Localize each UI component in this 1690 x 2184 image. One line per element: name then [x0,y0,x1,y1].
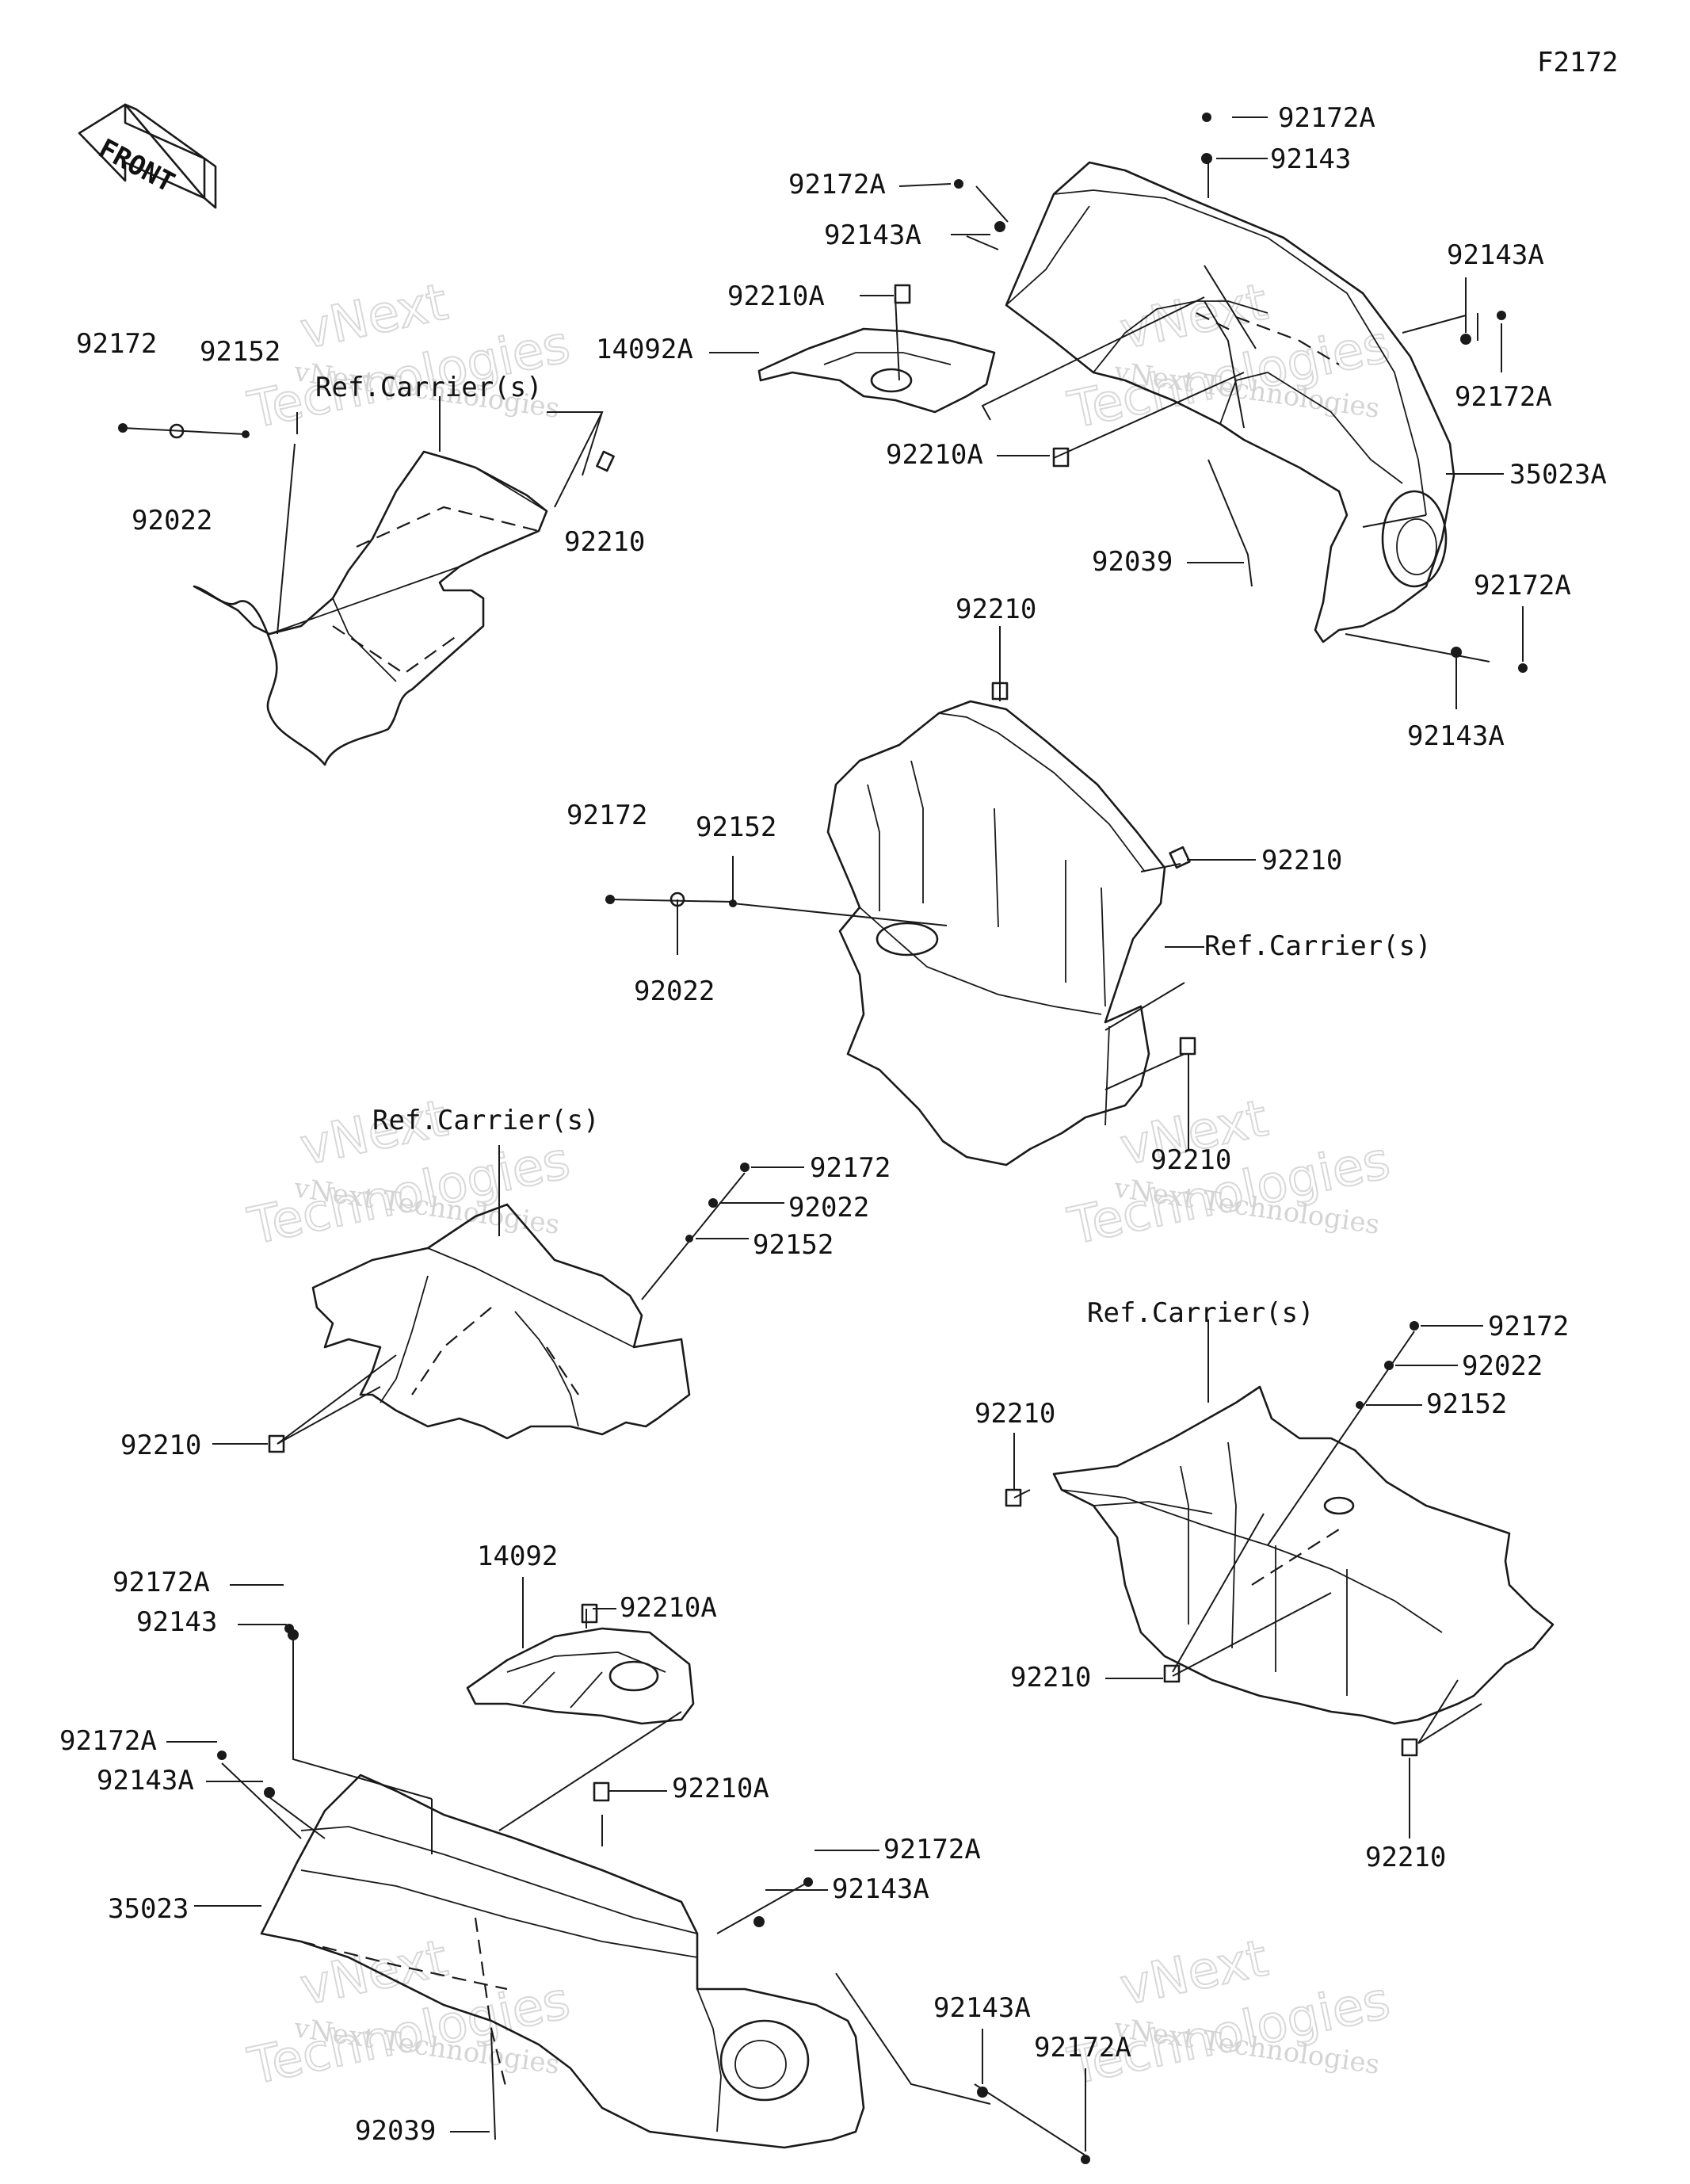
label-92210a: 92210A [672,1773,769,1804]
label-92143a: 92143A [1447,239,1544,271]
label-35023: 35023 [108,1893,189,1925]
label-92143a: 92143A [824,220,921,251]
front-arrow-icon: FRONT [78,103,217,209]
label-92172a: 92172A [1034,2032,1131,2064]
label-92172a: 92172A [59,1725,157,1757]
label-92210: 92210 [1150,1144,1231,1176]
carrier-guard-middle-right [1052,1385,1555,1725]
label-14092a: 14092A [596,334,693,365]
label-92210a: 92210A [620,1592,717,1624]
label-ref-carrier: Ref.Carrier(s) [1204,930,1432,962]
watermark-top-right: vNext Technologies vNext Technologies [1062,272,1396,441]
label-92210: 92210 [564,526,645,558]
label-92152: 92152 [200,336,280,368]
label-92143a: 92143A [933,1992,1031,2024]
label-92022: 92022 [1462,1350,1543,1382]
group-middle-right-carrier: Ref.Carrier(s) 92172 92022 92152 92210 9… [975,1297,1569,1873]
label-92022: 92022 [634,976,715,1007]
watermark-bottom-left: vNext Technologies vNext Technologies [242,1928,576,2097]
label-92210a: 92210A [886,439,983,471]
label-92210: 92210 [1365,1842,1446,1873]
watermark-top-left: vNext Technologies vNext Technologies [242,272,576,441]
label-92210a: 92210A [727,281,825,312]
label-ref-carrier: Ref.Carrier(s) [315,372,543,403]
label-92039: 92039 [355,2115,436,2147]
fender-35023 [260,1774,865,2149]
figure-code: F2172 [1537,47,1618,78]
label-92143: 92143 [136,1606,217,1638]
label-92143a: 92143A [832,1873,929,1905]
label-92172: 92172 [1488,1311,1569,1342]
label-92172a: 92172A [113,1567,210,1598]
label-92172: 92172 [567,800,647,831]
label-92210: 92210 [120,1430,201,1461]
label-92172a: 92172A [788,169,886,200]
label-92172a: 92172A [1278,102,1375,134]
group-top-left-carrier: 92172 92152 92022 Ref.Carrier(s) 92210 [76,328,645,766]
carrier-guard-middle-left [311,1203,691,1440]
label-92172a: 92172A [1455,381,1552,413]
watermark-bottom-right: vNext Technologies vNext Technologies [1062,1928,1396,2097]
label-92152: 92152 [696,811,776,843]
label-92022: 92022 [132,505,212,536]
label-92210: 92210 [1261,845,1342,876]
group-bottom-left-fender: 14092 92172A 92143 92210A 92172A 92143A … [59,1541,1131,2164]
label-92143a: 92143A [97,1765,194,1796]
label-92210: 92210 [956,594,1036,625]
group-middle-left-carrier: Ref.Carrier(s) 92172 92022 92152 92210 [120,1105,891,1461]
label-92172a: 92172A [1474,570,1571,601]
label-ref-carrier: Ref.Carrier(s) [372,1105,600,1136]
label-92152: 92152 [1426,1388,1507,1420]
label-ref-carrier: Ref.Carrier(s) [1087,1297,1314,1329]
carrier-guard-top-left [193,450,548,766]
group-middle-carrier: 92210 92172 92152 92022 92210 Ref.Carrie… [567,594,1432,1176]
label-92172a: 92172A [883,1834,981,1865]
label-92022: 92022 [788,1192,869,1224]
front-label: FRONT [93,133,180,199]
label-92143a: 92143A [1407,720,1505,752]
tray-14092a [757,327,996,414]
label-92210: 92210 [975,1398,1055,1430]
label-92143: 92143 [1270,143,1351,175]
label-92172: 92172 [810,1152,891,1184]
label-35023a: 35023A [1509,459,1607,491]
carrier-guard-middle [826,700,1166,1166]
group-top-right-fender: 92172A 92143 92172A 92143A 92210A 14092A… [596,102,1607,752]
label-14092: 14092 [477,1541,558,1572]
label-92039: 92039 [1092,546,1173,578]
tray-14092 [466,1627,695,1725]
label-92152: 92152 [753,1229,834,1261]
label-92172: 92172 [76,328,157,360]
label-92210: 92210 [1010,1662,1091,1693]
